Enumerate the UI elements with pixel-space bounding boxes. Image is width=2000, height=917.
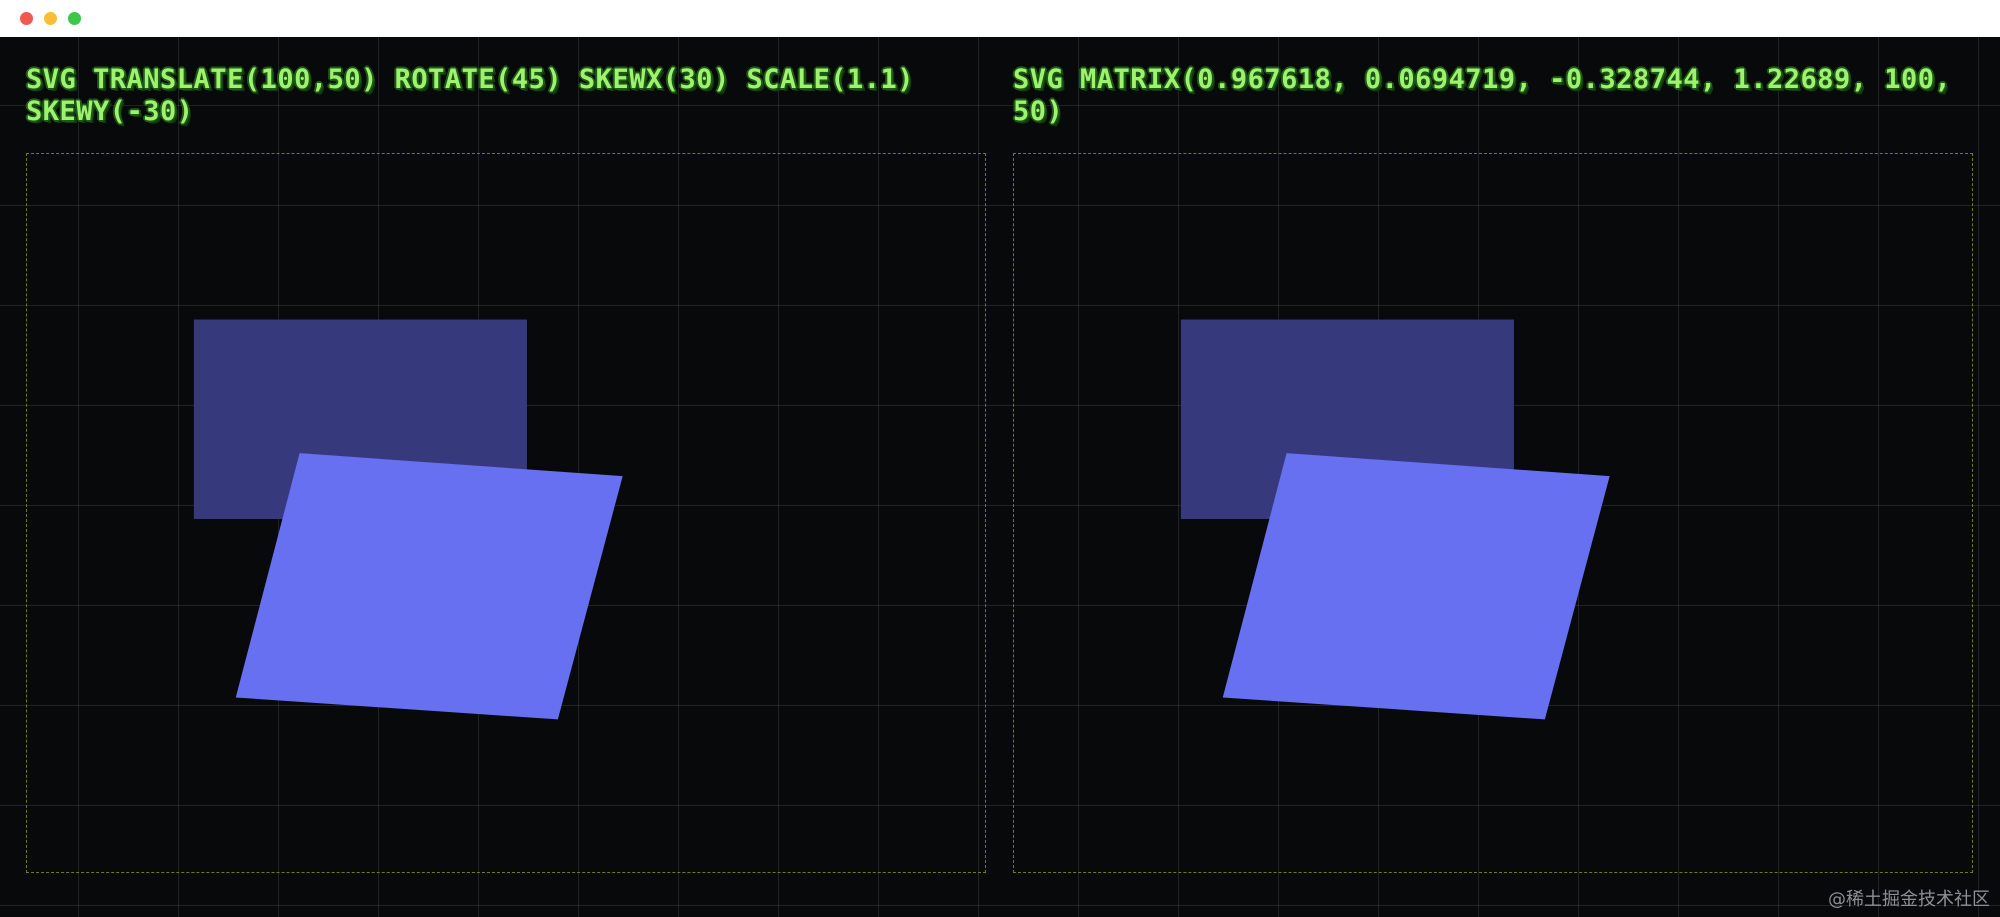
transform-svg-right bbox=[1180, 319, 1610, 720]
transform-demo-panel-right bbox=[1013, 153, 1973, 873]
window-title-bar bbox=[0, 0, 2000, 37]
transformed-rectangle bbox=[1222, 453, 1610, 720]
panel-title-matrix: SVG matrix(0.967618, 0.0694719, -0.32874… bbox=[1013, 64, 1952, 127]
transform-demo-panel-left bbox=[26, 153, 986, 873]
close-window-button[interactable] bbox=[20, 12, 33, 25]
minimize-window-button[interactable] bbox=[44, 12, 57, 25]
panel-title-transform-chain: SVG translate(100,50) rotate(45) skewX(3… bbox=[26, 64, 915, 127]
watermark: @稀土掘金技术社区 bbox=[1828, 889, 1990, 910]
maximize-window-button[interactable] bbox=[68, 12, 81, 25]
transformed-rectangle bbox=[235, 453, 623, 720]
canvas-stage: SVG translate(100,50) rotate(45) skewX(3… bbox=[0, 37, 2000, 917]
transform-svg-left bbox=[193, 319, 623, 720]
